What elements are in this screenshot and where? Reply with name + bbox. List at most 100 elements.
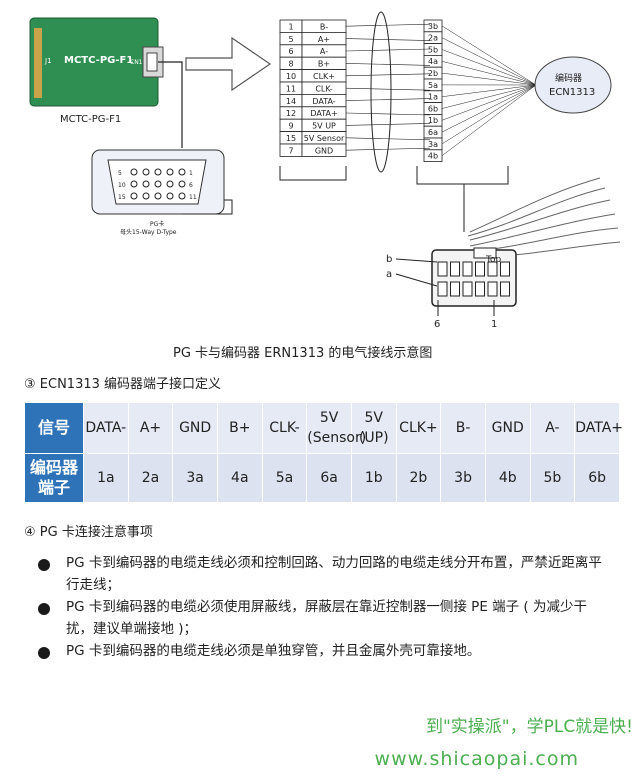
board-title: MCTC-PG-F1 — [64, 55, 133, 66]
signal-cell-line1: B- — [455, 420, 471, 436]
encoder-wire — [441, 84, 537, 156]
wire — [345, 137, 431, 141]
pg-pin-signal: GND — [315, 146, 333, 155]
pg-pin-number: 5 — [288, 35, 293, 44]
dsub-pin — [142, 168, 150, 176]
encoder-pin: 5b — [428, 45, 438, 54]
connector-pin — [450, 281, 460, 297]
signal-cell-line1: A+ — [139, 420, 162, 436]
pg-pin-signal: 5V Sensor — [304, 134, 345, 143]
connector-pin — [487, 261, 498, 277]
conn-a-label: a — [386, 269, 392, 280]
dsub-caption-2: 母头15-Way D-Type — [120, 228, 177, 236]
wire — [345, 38, 431, 41]
dsub-pin — [130, 180, 138, 188]
terminal-cell: 3a — [172, 453, 218, 503]
note-3: PG 卡到编码器的电缆走线必须是单独穿管，并且金属外壳可靠接地。 — [66, 643, 481, 659]
dsub-pin — [130, 192, 138, 200]
terminal-cell: 1b — [350, 453, 397, 503]
dsub-pin — [178, 168, 186, 176]
terminal-cell: 4a — [216, 453, 263, 503]
board-cn: CN1 — [130, 59, 143, 66]
dsub-cable — [182, 199, 233, 215]
pg-pin-signal: DATA+ — [310, 109, 337, 118]
pg-pin-signal: CLK- — [315, 84, 332, 93]
signal-cell-line2: (UP) — [358, 430, 389, 446]
wire — [345, 98, 431, 101]
dsub-row-label-right: 6 — [189, 182, 193, 189]
figure-caption: PG 卡与编码器 ERN1313 的电气接线示意图 — [173, 346, 433, 361]
encoder-wire — [441, 84, 537, 97]
pg-bracket — [279, 166, 347, 181]
pg-pin-number: 1 — [288, 22, 293, 31]
signal-cell: B+ — [216, 402, 263, 454]
pg-pin-number: 6 — [288, 47, 293, 56]
conn-1-label: 1 — [491, 319, 497, 330]
signal-cell-line1: GND — [179, 420, 212, 436]
pg-pin-number: 8 — [288, 60, 293, 69]
terminal-cell: 2a — [127, 453, 174, 503]
encoder-pin: 1a — [428, 93, 438, 102]
encoder-pin: 6a — [428, 128, 438, 137]
dsub-pin — [130, 168, 138, 176]
section3-title: ③ ECN1313 编码器端子接口定义 — [24, 377, 222, 392]
connector-pin — [475, 281, 485, 297]
encoder-wire — [441, 84, 537, 145]
pg-pin-number: 12 — [286, 109, 296, 118]
encoder-wire — [441, 84, 537, 109]
encoder-wire — [441, 61, 537, 86]
wire — [345, 63, 431, 66]
encoder-wire — [441, 84, 537, 133]
encoder-label-2: ECN1313 — [549, 87, 595, 98]
signal-cell-line1: GND — [491, 420, 524, 436]
dsub-caption-1: PG卡 — [150, 220, 164, 228]
dsub-row-label-left: 5 — [118, 170, 122, 177]
encoder-pin: 4b — [428, 152, 438, 161]
encoder-wire — [441, 72, 537, 86]
signal-cell: 5V(UP) — [350, 402, 397, 454]
dsub-pin — [178, 192, 186, 200]
pg-pin-signal: A- — [320, 47, 328, 56]
dsub-row-label-left: 15 — [118, 194, 126, 201]
connector-pin — [437, 261, 448, 277]
dsub-pin — [166, 180, 174, 188]
wire-bundle — [345, 23, 537, 156]
terminal-header-line1: 编码器 — [29, 458, 78, 477]
board-caption: MCTC-PG-F1 — [60, 114, 121, 125]
signal-cell-line1: B+ — [229, 420, 251, 436]
encoder-wire — [441, 49, 537, 86]
terminal-header-line2: 端子 — [37, 478, 70, 497]
watermark-slogan: 到"实操派"，学PLC就是快! — [425, 717, 633, 737]
pg-pin-number: 14 — [286, 97, 296, 106]
pg-pin-signal: A+ — [318, 35, 330, 44]
encoder-pin: 5a — [428, 81, 438, 90]
wire — [345, 87, 431, 91]
dsub-pin — [154, 168, 162, 176]
direction-arrow — [185, 36, 272, 92]
signal-cell: 5V(Sensor) — [306, 402, 366, 454]
dsub-pin — [154, 180, 162, 188]
pg-pin-signal: B- — [320, 22, 328, 31]
connector-pin — [500, 281, 510, 297]
wire — [345, 23, 431, 27]
pg-pin-signal: B+ — [318, 60, 330, 69]
signal-cell: B- — [440, 402, 486, 454]
note-1: PG 卡到编码器的电缆走线必须和控制回路、动力回路的电缆走线分开布置，严禁近距离… — [66, 555, 602, 593]
enc-bracket — [416, 166, 509, 185]
connector-pin — [462, 261, 473, 277]
conn-b-label: b — [386, 254, 392, 265]
signal-cell: A+ — [127, 402, 174, 454]
pg-pin-number: 11 — [286, 84, 296, 93]
bullet-1 — [38, 559, 50, 571]
encoder-pin: 6b — [428, 104, 438, 113]
wire — [345, 123, 431, 126]
pg-pin-number: 9 — [288, 122, 293, 131]
terminal-cell: 2b — [395, 453, 442, 503]
terminal-cell: 3b — [440, 453, 486, 503]
terminal-cell: 4b — [484, 453, 531, 503]
signal-cell: GND — [172, 402, 218, 454]
